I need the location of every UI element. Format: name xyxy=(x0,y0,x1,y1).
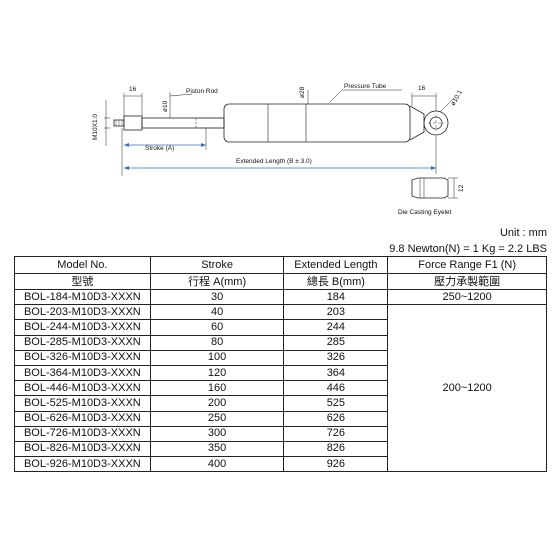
cell-length: 203 xyxy=(283,304,389,321)
header-row-en: Model No. Stroke Extended Length Force R… xyxy=(14,256,547,274)
cell-stroke: 60 xyxy=(149,319,285,336)
dim-end-left: 16 xyxy=(129,86,137,93)
cell-model: BOL-626-M10D3-XXXN xyxy=(14,410,151,427)
cell-length: 326 xyxy=(283,349,389,366)
cell-stroke: 80 xyxy=(149,334,285,351)
dim-end-right: 16 xyxy=(418,85,426,92)
cell-force-merged: 200~1200 xyxy=(387,304,547,473)
piston-rod xyxy=(141,117,225,129)
header-length: Extended Length xyxy=(283,256,389,274)
cell-model: BOL-184-M10D3-XXXN xyxy=(14,288,151,306)
cell-stroke: 40 xyxy=(149,304,285,321)
label-pressure-tube: Pressure Tube xyxy=(344,83,387,90)
header-stroke: Stroke xyxy=(149,256,285,274)
cell-stroke: 200 xyxy=(149,395,285,412)
cell-length: 826 xyxy=(283,440,389,458)
cell-stroke: 300 xyxy=(149,425,285,442)
cell-force: 250~1200 xyxy=(387,288,547,306)
unit-note: Unit : mm xyxy=(499,227,547,239)
dim-eye-diameter: ø10.1 xyxy=(450,89,465,107)
label-die-casting-eyelet: Die Casting Eyelet xyxy=(398,209,452,216)
cell-model: BOL-525-M10D3-XXXN xyxy=(14,395,151,412)
pressure-tube xyxy=(223,103,411,143)
cell-stroke: 160 xyxy=(149,380,285,397)
cell-model: BOL-244-M10D3-XXXN xyxy=(14,319,151,336)
dim-tube-diameter: ø28 xyxy=(299,86,306,98)
label-piston-rod: Piston Rod xyxy=(186,88,218,95)
cell-length: 525 xyxy=(283,395,389,412)
header-length-zh: 總長 B(mm) xyxy=(283,273,389,290)
cell-stroke: 30 xyxy=(149,288,285,306)
cell-model: BOL-826-M10D3-XXXN xyxy=(14,440,151,458)
left-end-fitting xyxy=(123,115,143,131)
label-stroke: Stroke (A) xyxy=(145,145,174,152)
cell-model: BOL-326-M10D3-XXXN xyxy=(14,349,151,366)
spec-table: Model No. Stroke Extended Length Force R… xyxy=(14,256,547,473)
cell-stroke: 400 xyxy=(149,456,285,473)
eyelet-neck xyxy=(409,105,425,141)
cell-length: 244 xyxy=(283,319,389,336)
cell-model: BOL-364-M10D3-XXXN xyxy=(14,364,151,382)
eyelet-side-view xyxy=(411,177,449,199)
cell-model: BOL-926-M10D3-XXXN xyxy=(14,456,151,473)
cell-stroke: 100 xyxy=(149,349,285,366)
dim-eye-thickness: 12 xyxy=(458,184,465,192)
header-force: Force Range F1 (N) xyxy=(387,256,547,274)
cell-length: 285 xyxy=(283,334,389,351)
cell-model: BOL-285-M10D3-XXXN xyxy=(14,334,151,351)
cell-length: 364 xyxy=(283,364,389,382)
cell-length: 726 xyxy=(283,425,389,442)
dim-rod-diameter: ø10 xyxy=(162,100,169,112)
header-model-zh: 型號 xyxy=(14,273,151,290)
conversion-note: 9.8 Newton(N) = 1 Kg = 2.2 LBS xyxy=(389,243,547,255)
cell-length: 926 xyxy=(283,456,389,473)
header-model: Model No. xyxy=(14,256,151,274)
gas-spring-drawing: 16 16 M10X1.0 ø10 Piston Rod ø28 Pressur… xyxy=(92,83,465,216)
cell-length: 446 xyxy=(283,380,389,397)
dim-thread: M10X1.0 xyxy=(92,114,99,140)
cell-stroke: 120 xyxy=(149,364,285,382)
header-stroke-zh: 行程 A(mm) xyxy=(149,273,285,290)
header-force-zh: 壓力承製範圍 xyxy=(387,273,547,290)
header-row-zh: 型號 行程 A(mm) 總長 B(mm) 壓力承製範圍 xyxy=(14,273,547,290)
cell-stroke: 250 xyxy=(149,410,285,427)
cell-model: BOL-726-M10D3-XXXN xyxy=(14,425,151,442)
cell-model: BOL-446-M10D3-XXXN xyxy=(14,380,151,397)
cell-model: BOL-203-M10D3-XXXN xyxy=(14,304,151,321)
cell-length: 184 xyxy=(283,288,389,306)
label-extended-length: Extended Length (B ± 3.0) xyxy=(236,158,312,165)
cell-length: 626 xyxy=(283,410,389,427)
cell-stroke: 350 xyxy=(149,440,285,458)
